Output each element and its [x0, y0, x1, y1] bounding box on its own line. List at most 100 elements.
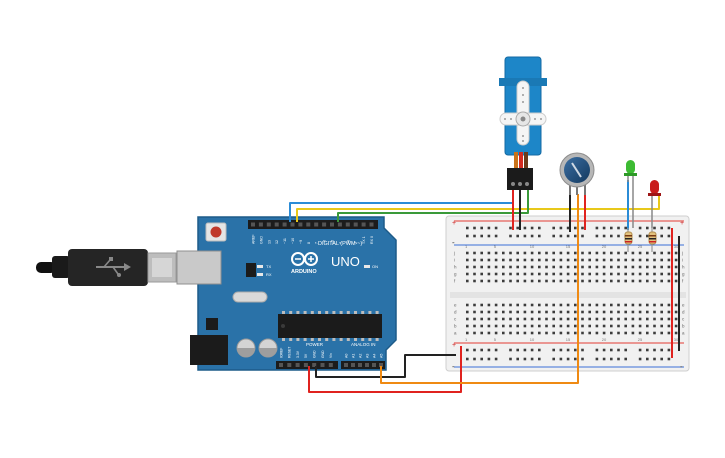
breadboard-hole[interactable]	[480, 272, 483, 276]
breadboard-hole[interactable]	[509, 279, 512, 283]
rail-hole[interactable]	[494, 234, 498, 238]
breadboard-hole[interactable]	[487, 303, 491, 307]
breadboard-hole[interactable]	[631, 303, 635, 307]
breadboard-hole[interactable]	[466, 279, 469, 283]
breadboard-hole[interactable]	[509, 310, 512, 314]
digital-pin[interactable]	[337, 222, 342, 227]
breadboard-hole[interactable]	[674, 331, 678, 335]
breadboard-hole[interactable]	[552, 272, 555, 276]
breadboard-hole[interactable]	[674, 317, 678, 321]
breadboard-hole[interactable]	[523, 265, 527, 269]
breadboard-hole[interactable]	[631, 251, 635, 255]
breadboard-hole[interactable]	[646, 279, 649, 283]
breadboard-hole[interactable]	[487, 331, 491, 335]
breadboard-hole[interactable]	[545, 265, 548, 269]
breadboard-hole[interactable]	[559, 251, 563, 255]
rail-hole[interactable]	[624, 348, 627, 352]
breadboard-hole[interactable]	[660, 258, 663, 262]
analog-pin[interactable]	[358, 363, 362, 367]
breadboard-hole[interactable]	[624, 258, 627, 262]
breadboard-hole[interactable]	[638, 279, 642, 283]
breadboard-hole[interactable]	[602, 303, 606, 307]
breadboard-hole[interactable]	[610, 331, 613, 335]
breadboard-hole[interactable]	[473, 310, 476, 314]
breadboard-hole[interactable]	[638, 272, 642, 276]
breadboard-hole[interactable]	[588, 251, 591, 255]
breadboard-hole[interactable]	[494, 251, 498, 255]
rail-hole[interactable]	[667, 226, 671, 230]
rail-hole[interactable]	[602, 357, 606, 361]
breadboard-hole[interactable]	[653, 310, 656, 314]
breadboard-hole[interactable]	[595, 279, 599, 283]
breadboard-hole[interactable]	[660, 310, 663, 314]
breadboard-hole[interactable]	[610, 324, 613, 328]
digital-pin[interactable]	[266, 222, 271, 227]
breadboard-hole[interactable]	[667, 251, 671, 255]
breadboard-hole[interactable]	[538, 303, 541, 307]
breadboard-hole[interactable]	[473, 272, 476, 276]
breadboard-hole[interactable]	[624, 310, 627, 314]
breadboard-hole[interactable]	[602, 272, 606, 276]
breadboard-hole[interactable]	[480, 258, 483, 262]
rail-hole[interactable]	[617, 348, 620, 352]
breadboard-hole[interactable]	[502, 265, 505, 269]
breadboard-hole[interactable]	[638, 251, 642, 255]
breadboard-hole[interactable]	[538, 251, 541, 255]
breadboard-hole[interactable]	[480, 324, 483, 328]
breadboard-hole[interactable]	[617, 272, 620, 276]
breadboard-hole[interactable]	[523, 317, 527, 321]
breadboard-hole[interactable]	[466, 317, 469, 321]
breadboard-hole[interactable]	[617, 317, 620, 321]
breadboard-hole[interactable]	[588, 310, 591, 314]
breadboard-hole[interactable]	[566, 310, 570, 314]
breadboard-hole[interactable]	[480, 317, 483, 321]
rail-hole[interactable]	[538, 226, 541, 230]
breadboard-hole[interactable]	[602, 258, 606, 262]
breadboard-hole[interactable]	[602, 317, 606, 321]
breadboard-hole[interactable]	[473, 258, 476, 262]
rail-hole[interactable]	[667, 348, 671, 352]
breadboard-hole[interactable]	[466, 265, 469, 269]
breadboard-hole[interactable]	[502, 331, 505, 335]
breadboard-hole[interactable]	[494, 258, 498, 262]
breadboard-hole[interactable]	[646, 310, 649, 314]
digital-pin[interactable]	[361, 222, 366, 227]
breadboard-hole[interactable]	[538, 317, 541, 321]
usb-cable[interactable]	[36, 249, 177, 286]
breadboard-hole[interactable]	[545, 310, 548, 314]
breadboard-hole[interactable]	[566, 279, 570, 283]
breadboard-hole[interactable]	[617, 265, 620, 269]
breadboard-hole[interactable]	[480, 303, 483, 307]
breadboard-hole[interactable]	[502, 251, 505, 255]
breadboard-hole[interactable]	[595, 303, 599, 307]
breadboard-hole[interactable]	[530, 258, 534, 262]
rail-hole[interactable]	[516, 226, 519, 230]
breadboard-hole[interactable]	[646, 251, 649, 255]
rail-hole[interactable]	[660, 357, 663, 361]
rail-hole[interactable]	[466, 348, 469, 352]
rail-hole[interactable]	[538, 357, 541, 361]
digital-pin[interactable]	[322, 222, 327, 227]
breadboard-hole[interactable]	[559, 324, 563, 328]
breadboard-hole[interactable]	[660, 317, 663, 321]
breadboard-hole[interactable]	[466, 310, 469, 314]
breadboard-hole[interactable]	[530, 272, 534, 276]
breadboard-hole[interactable]	[581, 251, 584, 255]
rail-hole[interactable]	[487, 348, 491, 352]
wire-red-5v[interactable]	[308, 346, 462, 393]
breadboard-hole[interactable]	[538, 331, 541, 335]
breadboard-hole[interactable]	[674, 258, 678, 262]
rail-hole[interactable]	[574, 234, 577, 238]
rail-hole[interactable]	[566, 348, 570, 352]
breadboard-hole[interactable]	[516, 265, 519, 269]
rail-hole[interactable]	[638, 357, 642, 361]
breadboard-hole[interactable]	[588, 265, 591, 269]
breadboard-hole[interactable]	[494, 303, 498, 307]
rail-hole[interactable]	[653, 357, 656, 361]
breadboard-hole[interactable]	[473, 303, 476, 307]
breadboard-hole[interactable]	[667, 272, 671, 276]
breadboard-hole[interactable]	[617, 251, 620, 255]
breadboard-hole[interactable]	[559, 303, 563, 307]
breadboard-hole[interactable]	[502, 317, 505, 321]
rail-hole[interactable]	[638, 348, 642, 352]
